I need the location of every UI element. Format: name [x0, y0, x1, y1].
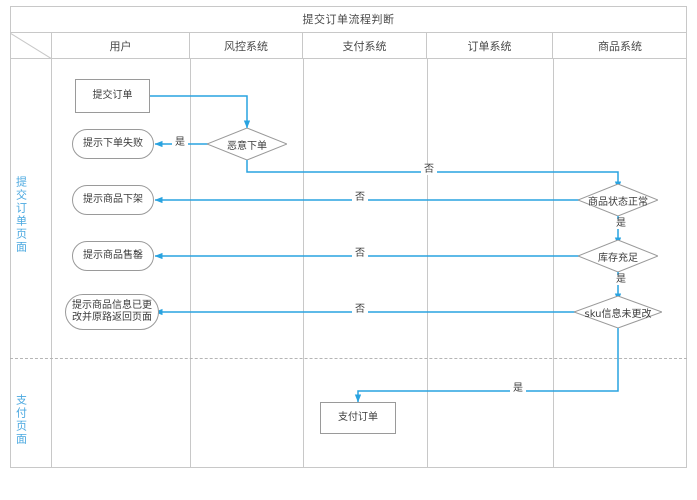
column-separator-goods: [553, 59, 554, 468]
node-pay-order-label: 支付订单: [338, 411, 378, 423]
column-header-order: 订单系统: [427, 33, 553, 59]
node-tip-goods-offshelf[interactable]: 提示商品下架: [72, 185, 154, 215]
node-tip-goods-soldout-label: 提示商品售罄: [83, 249, 143, 261]
column-header-order-label: 订单系统: [467, 40, 512, 53]
node-tip-order-failed-label: 提示下单失败: [83, 137, 143, 149]
diamond-shape-icon: [207, 128, 287, 160]
edge-label-sku-no: 否: [352, 305, 368, 315]
node-tip-goods-changed-line1: 提示商品信息已更: [72, 299, 152, 311]
corner-cell: [10, 33, 52, 59]
column-header-pay-label: 支付系统: [342, 40, 387, 53]
node-submit-order[interactable]: 提交订单: [75, 79, 150, 113]
node-tip-goods-offshelf-label: 提示商品下架: [83, 193, 143, 205]
corner-diagonal-icon: [10, 33, 51, 59]
node-submit-order-label: 提交订单: [92, 89, 133, 101]
lane-divider: [10, 358, 687, 359]
node-goods-status-ok-label: 商品状态正常: [588, 196, 648, 208]
column-header-user: 用户: [52, 33, 190, 59]
lane-label-column: [10, 59, 52, 468]
column-header-pay: 支付系统: [303, 33, 427, 59]
node-pay-order[interactable]: 支付订单: [320, 402, 396, 434]
edge-label-goodsstatus-no: 否: [352, 193, 368, 203]
node-sku-unchanged-label: sku信息未更改: [584, 308, 652, 320]
diagram-title: 提交订单流程判断: [302, 13, 395, 26]
node-tip-order-failed[interactable]: 提示下单失败: [72, 129, 154, 159]
column-separator-risk: [190, 59, 191, 468]
swimlane-frame: [10, 6, 687, 468]
node-tip-goods-changed[interactable]: 提示商品信息已更 改并原路返回页面: [65, 294, 159, 330]
edge-label-stock-yes: 是: [613, 275, 629, 285]
lane-label-submit-page-text: 提交订单页面: [14, 176, 28, 254]
node-tip-goods-changed-line2: 改并原路返回页面: [72, 312, 152, 323]
diamond-shape-icon: [578, 240, 658, 272]
node-stock-enough-label: 库存充足: [598, 252, 638, 264]
lane-label-submit-page: 提交订单页面: [0, 165, 42, 265]
node-malicious-order[interactable]: 恶意下单: [207, 128, 287, 160]
edge-label-malicious-no: 否: [421, 165, 437, 175]
edge-label-stock-no: 否: [352, 249, 368, 259]
node-malicious-order-label: 恶意下单: [227, 140, 267, 152]
edge-label-goodsstatus-yes: 是: [613, 219, 629, 229]
column-header-user-label: 用户: [109, 40, 132, 53]
lane-label-pay-page: 支付页面: [0, 385, 42, 455]
column-separator-pay: [303, 59, 304, 468]
lane-label-pay-page-text: 支付页面: [14, 394, 28, 446]
edge-label-malicious-yes: 是: [172, 138, 188, 148]
diagram-title-band: 提交订单流程判断: [10, 6, 687, 33]
node-sku-unchanged[interactable]: sku信息未更改: [574, 296, 662, 328]
column-header-risk-label: 风控系统: [224, 40, 268, 53]
column-header-row: 用户 风控系统 支付系统 订单系统 商品系统: [10, 33, 687, 59]
edge-label-sku-yes: 是: [510, 384, 526, 394]
column-separator-order: [427, 59, 428, 468]
column-header-risk: 风控系统: [190, 33, 303, 59]
node-stock-enough[interactable]: 库存充足: [578, 240, 658, 272]
column-header-goods: 商品系统: [553, 33, 687, 59]
diamond-shape-icon: [574, 296, 662, 328]
column-header-goods-label: 商品系统: [598, 40, 642, 53]
diamond-shape-icon: [578, 184, 658, 216]
node-tip-goods-soldout[interactable]: 提示商品售罄: [72, 241, 154, 271]
node-goods-status-ok[interactable]: 商品状态正常: [578, 184, 658, 216]
